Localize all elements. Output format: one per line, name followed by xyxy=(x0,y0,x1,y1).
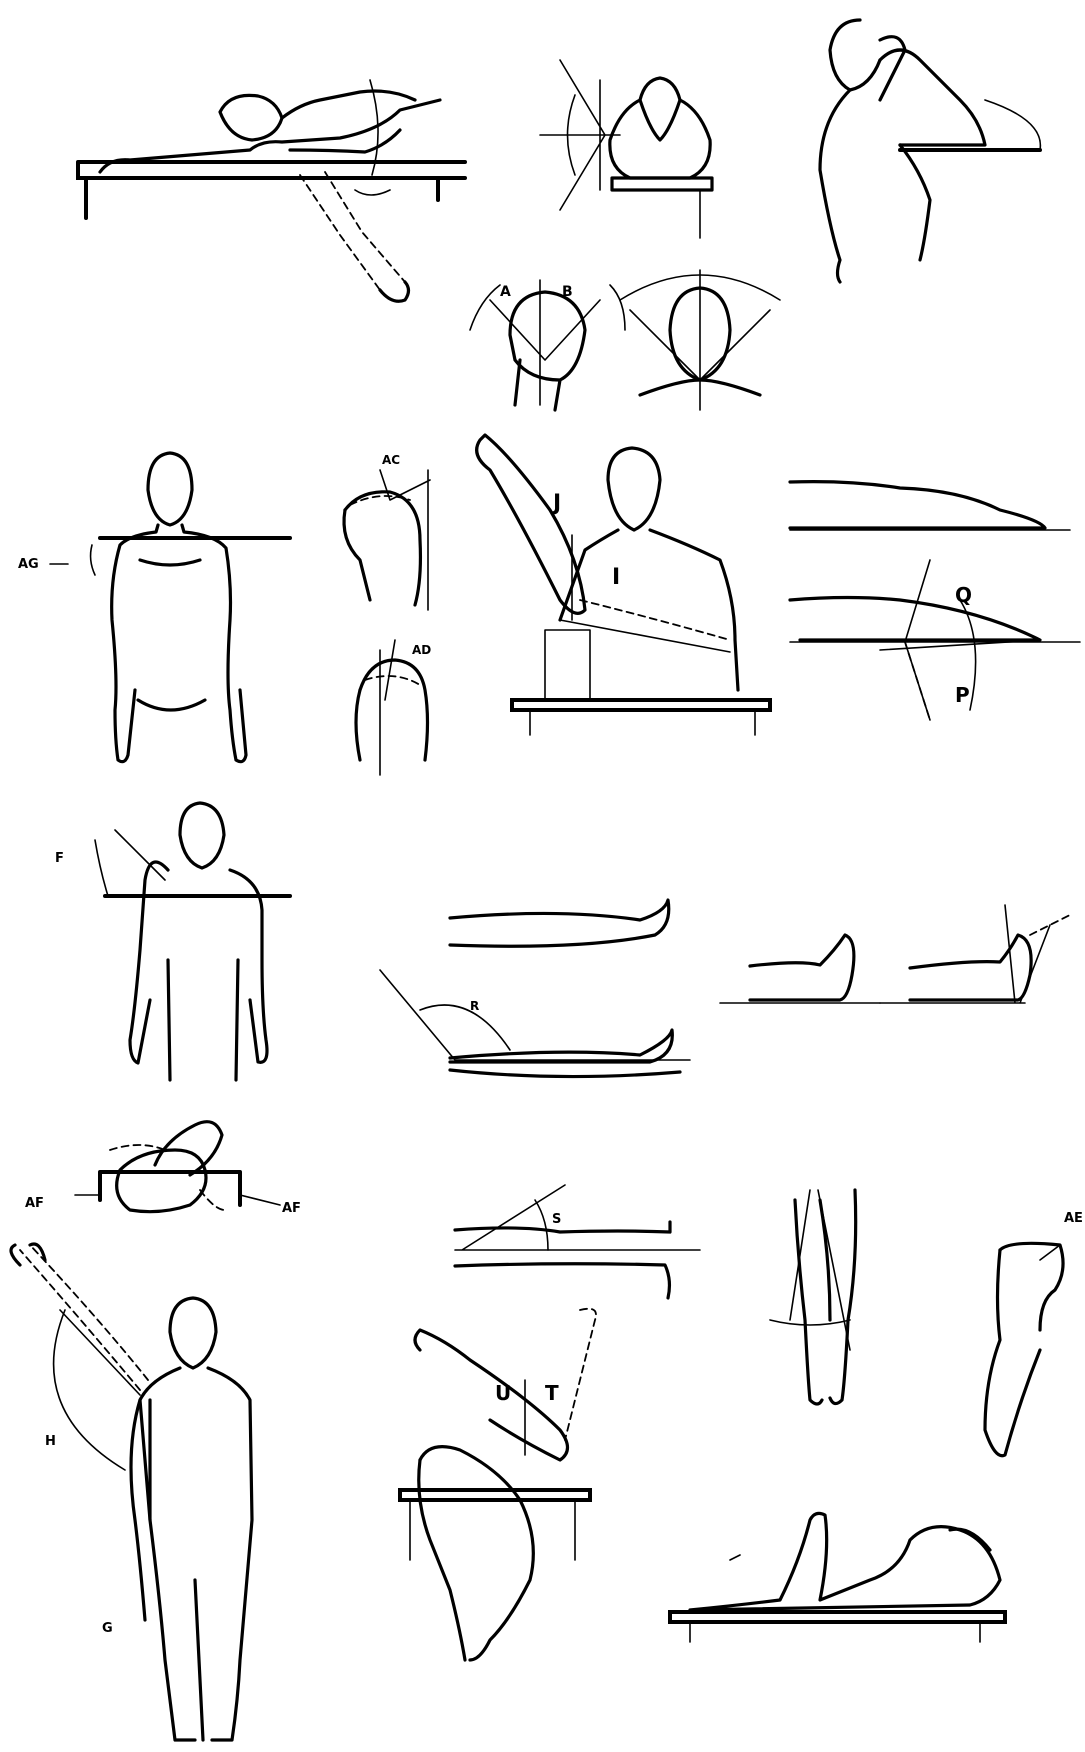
cervical-lateral-flexion-figure xyxy=(620,270,780,410)
label-A: A xyxy=(500,284,511,300)
knee-flexion-supine-figure xyxy=(670,1513,1005,1642)
label-AF-right: AF xyxy=(282,1201,301,1216)
label-U: U xyxy=(495,1381,511,1405)
label-R: R xyxy=(470,999,479,1013)
shoulder-abduction-seated-figure: J I xyxy=(477,435,770,735)
label-P: P xyxy=(955,683,970,707)
shoulder-external-rotation-figure xyxy=(820,20,1040,282)
shoulder-elevation-angle-figure: F xyxy=(55,803,290,1080)
label-Q: Q xyxy=(955,583,972,607)
shoulder-extension-side-figure: AE xyxy=(985,1211,1083,1456)
cervical-rotation-top-view-figure xyxy=(540,60,712,238)
label-B: B xyxy=(562,284,573,300)
label-F: F xyxy=(55,851,64,866)
shoulder-rotation-top-view-figure: AF AF xyxy=(25,1122,301,1216)
straight-leg-raise-figure: S xyxy=(455,1185,700,1298)
label-AC: AC xyxy=(382,453,400,467)
label-T: T xyxy=(545,1381,559,1405)
shoulder-protraction-figure: AC xyxy=(344,453,430,610)
label-AF-left: AF xyxy=(25,1196,44,1211)
shoulder-flexion-standing-figure: H G xyxy=(11,1244,252,1740)
label-J: J xyxy=(551,491,561,516)
label-H: H xyxy=(45,1434,56,1449)
shoulder-elevation-figure: AG xyxy=(18,453,290,762)
label-AD: AD xyxy=(412,643,431,657)
supine-shoulder-extension-figure xyxy=(78,80,465,301)
cervical-flexion-extension-figure: A B xyxy=(470,280,625,410)
hip-abduction-standing-figure xyxy=(770,1190,856,1404)
label-AG: AG xyxy=(18,557,39,572)
label-I: I xyxy=(612,565,620,590)
hip-extension-prone-figure: Q P xyxy=(790,482,1080,720)
ankle-neutral-figure xyxy=(720,935,880,1003)
label-AE: AE xyxy=(1064,1211,1083,1226)
hip-flexion-supine-figure: R xyxy=(380,900,690,1077)
label-S: S xyxy=(552,1212,561,1227)
shoulder-retraction-figure: AD xyxy=(356,640,431,775)
ankle-dorsiflexion-figure xyxy=(880,905,1070,1003)
hip-rotation-seated-figure: U T xyxy=(400,1309,596,1660)
label-G: G xyxy=(102,1621,113,1636)
